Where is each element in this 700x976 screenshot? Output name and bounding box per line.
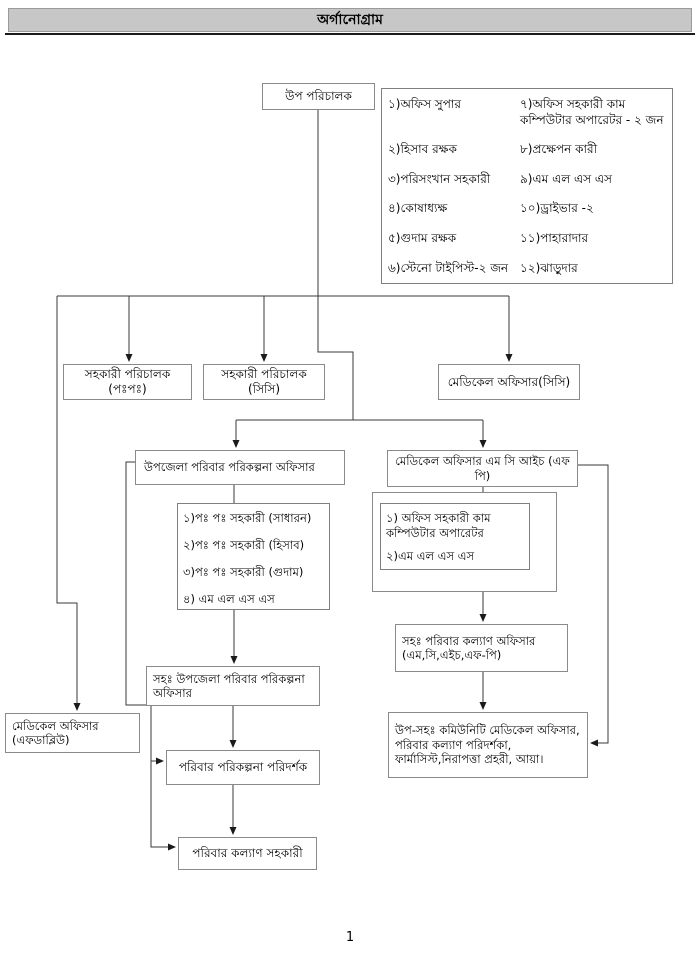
- hq-staff-item: ১২)ঝাড়ুদার: [520, 260, 578, 275]
- node-medical-officer-cc: মেডিকেল অফিসার(সিসি): [438, 364, 580, 400]
- hq-staff-item: ২)হিসাব রক্ষক: [388, 142, 457, 157]
- hq-staff-item: ৩)পরিসংখান সহকারী: [388, 171, 491, 186]
- node-label: সহকারী পরিচালক (পঃপঃ): [84, 367, 171, 396]
- node-fp-inspector: পরিবার পরিকল্পনা পরিদর্শক: [166, 750, 320, 785]
- node-label: উপ-সহঃ কমিউনিটি মেডিকেল অফিসার, পরিবার ক…: [395, 723, 580, 767]
- upazila-staff-item: ৪) এম এল এস এস: [183, 591, 275, 606]
- upazila-staff-item: ২)পঃ পঃ সহকারী (হিসাব): [183, 537, 305, 552]
- hq-staff-item: ১১)পাহারাদার: [520, 230, 589, 245]
- node-upazila-fp-officer: উপজেলা পরিবার পরিকল্পনা অফিসার: [135, 450, 345, 485]
- title-divider: [5, 33, 695, 35]
- mch-staff-list: ১) অফিস সহকারী কাম কম্পিউটার অপারেটর ২)এ…: [380, 503, 530, 570]
- node-medical-officer-fw: মেডিকেল অফিসার (এফডাব্লিউ): [5, 713, 140, 753]
- node-asst-upazila-fp-officer: সহঃ উপজেলা পরিবার পরিকল্পনা অফিসার: [146, 666, 320, 706]
- hq-staff-item: ৯)এম এল এস এস: [520, 171, 612, 186]
- node-medical-officer-mch-fp: মেডিকেল অফিসার এম সি আইচ (এফ পি): [387, 450, 578, 487]
- upazila-staff-list: ১)পঃ পঃ সহকারী (সাধারন) ২)পঃ পঃ সহকারী (…: [177, 503, 330, 610]
- upazila-staff-item: ৩)পঃ পঃ সহকারী (গুদাম): [183, 564, 304, 579]
- node-label: মেডিকেল অফিসার(সিসি): [447, 374, 571, 389]
- upazila-staff-item: ১)পঃ পঃ সহকারী (সাধারন): [183, 511, 312, 525]
- hq-staff-item: ১০)ড্রাইভার -২: [520, 201, 594, 216]
- node-label: সহঃ পরিবার কল্যাণ অফিসার (এম,সি,এইচ,এফ-প…: [402, 633, 536, 662]
- hq-staff-item: ৫)গুদাম রক্ষক: [388, 230, 457, 245]
- hq-staff-item: ১)অফিস সুপার: [388, 97, 461, 111]
- hq-staff-list: ১)অফিস সুপার ৭)অফিস সহকারী কাম কম্পিউটার…: [381, 88, 673, 284]
- page-title: অর্গানোগ্রাম: [317, 12, 383, 28]
- title-bar: অর্গানোগ্রাম: [8, 8, 692, 32]
- hq-staff-item: ৮)প্রক্ষেপন কারী: [520, 142, 598, 157]
- hq-staff-item: ৭)অফিস সহকারী কাম কম্পিউটার অপারেটর - ২ …: [520, 97, 664, 127]
- node-sacmo-group: উপ-সহঃ কমিউনিটি মেডিকেল অফিসার, পরিবার ক…: [388, 712, 588, 778]
- hq-staff-item: ৪)কোষাধ্যক্ষ: [388, 201, 448, 216]
- node-label: মেডিকেল অফিসার (এফডাব্লিউ): [12, 718, 99, 747]
- node-label: পরিবার পরিকল্পনা পরিদর্শক: [178, 760, 308, 774]
- node-label: সহকারী পরিচালক (সিসি): [221, 367, 307, 396]
- mch-staff-item: ২)এম এল এস এস: [386, 548, 475, 563]
- node-fw-assistant: পরিবার কল্যাণ সহকারী: [178, 837, 317, 870]
- node-label: পরিবার কল্যাণ সহকারী: [192, 846, 303, 860]
- page-number: 1: [345, 930, 355, 945]
- hq-staff-item: ৬)স্টেনো টাইপিস্ট-২ জন: [388, 260, 509, 275]
- node-asst-family-welfare-officer: সহঃ পরিবার কল্যাণ অফিসার (এম,সি,এইচ,এফ-প…: [395, 624, 568, 672]
- node-label: উপ পরিচালক: [285, 89, 352, 103]
- node-assistant-director-fp: সহকারী পরিচালক (পঃপঃ): [63, 364, 192, 400]
- node-label: মেডিকেল অফিসার এম সি আইচ (এফ পি): [395, 454, 570, 483]
- node-deputy-director: উপ পরিচালক: [262, 83, 375, 110]
- node-assistant-director-cc: সহকারী পরিচালক (সিসি): [203, 364, 325, 400]
- node-label: সহঃ উপজেলা পরিবার পরিকল্পনা অফিসার: [153, 671, 305, 700]
- mch-staff-item: ১) অফিস সহকারী কাম কম্পিউটার অপারেটর: [386, 511, 491, 540]
- node-label: উপজেলা পরিবার পরিকল্পনা অফিসার: [144, 460, 315, 475]
